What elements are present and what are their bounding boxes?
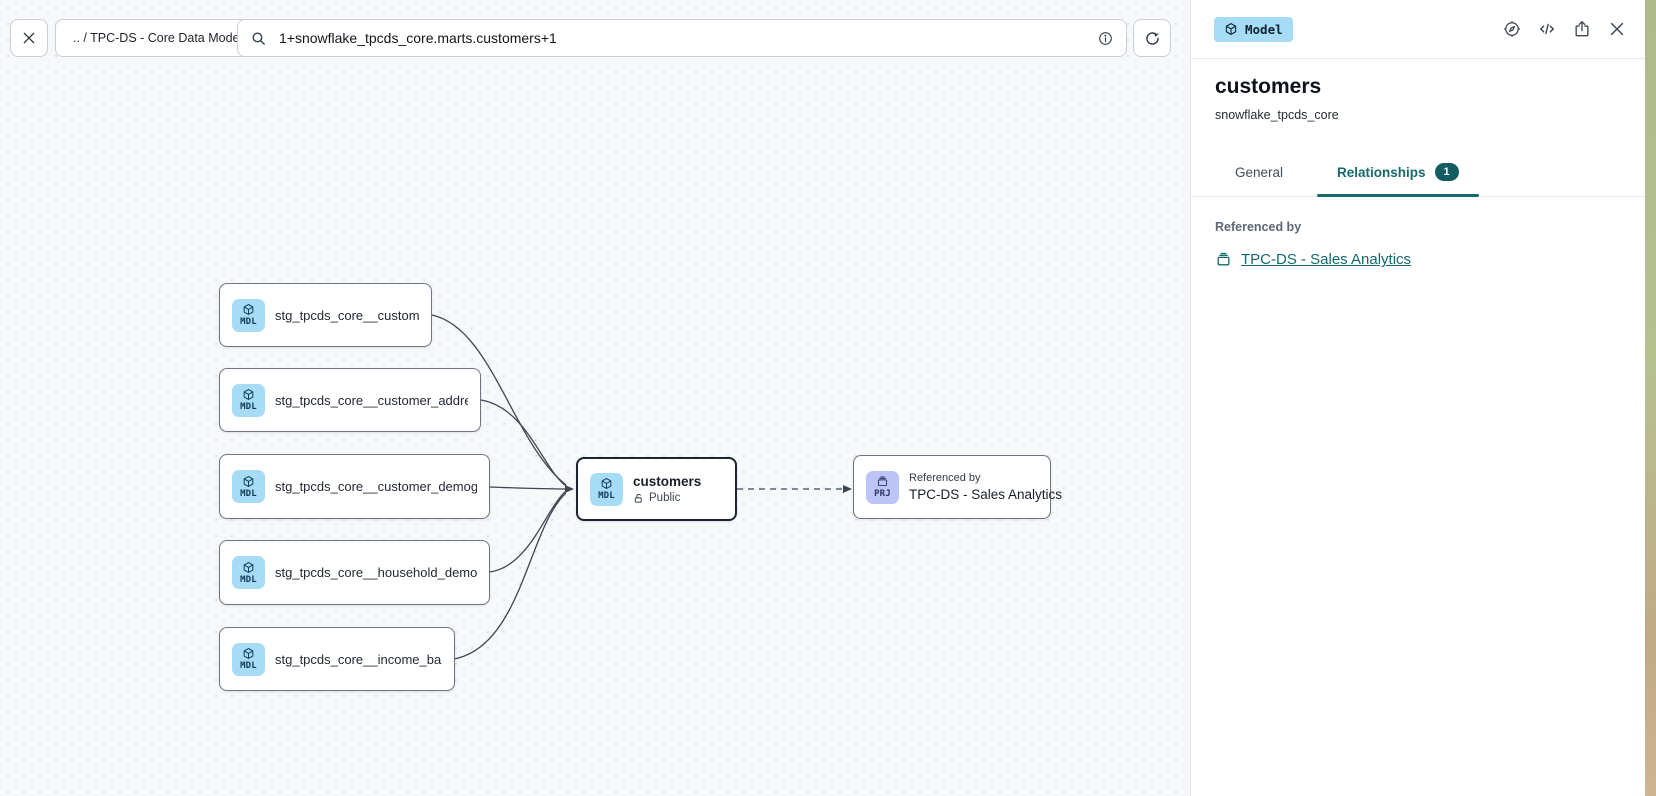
share-icon bbox=[1575, 21, 1588, 37]
model-type-label: Model bbox=[1245, 21, 1283, 37]
tab-general[interactable]: General bbox=[1215, 148, 1303, 196]
package-name: snowflake_tpcds_core bbox=[1215, 108, 1339, 122]
visibility-label: Public bbox=[649, 492, 681, 504]
code-icon bbox=[1539, 23, 1554, 35]
node-label: stg_tpcds_core__customer_demogra... bbox=[275, 479, 477, 494]
cube-icon bbox=[243, 304, 254, 315]
cube-icon bbox=[601, 478, 612, 489]
edge bbox=[489, 484, 574, 493]
project-badge: PRJ bbox=[866, 470, 899, 504]
lineage-search bbox=[237, 19, 1127, 57]
archive-icon bbox=[1217, 253, 1230, 266]
node-label: TPC-DS - Sales Analytics bbox=[909, 487, 1063, 502]
badge-type-label: MDL bbox=[240, 661, 257, 671]
model-badge: MDL bbox=[232, 298, 265, 332]
breadcrumb[interactable]: .. / TPC-DS - Core Data Models bbox=[55, 19, 267, 57]
badge-type-label: MDL bbox=[240, 574, 257, 585]
close-icon bbox=[23, 32, 35, 44]
edge bbox=[480, 399, 567, 487]
model-node-stg-customer-demographics[interactable]: MDL stg_tpcds_core__customer_demogra... bbox=[219, 454, 490, 519]
page-title: customers bbox=[1215, 75, 1322, 98]
cube-icon bbox=[1225, 23, 1237, 35]
node-overline: Referenced by bbox=[909, 472, 981, 484]
lock-open-icon bbox=[634, 493, 642, 503]
model-badge: MDL bbox=[590, 472, 623, 506]
tab-label: Relationships bbox=[1337, 164, 1426, 180]
search-input[interactable] bbox=[277, 29, 1087, 47]
tab-relationships[interactable]: Relationships 1 bbox=[1317, 148, 1479, 198]
model-node-customers-selected[interactable]: MDL customers Public bbox=[576, 457, 737, 521]
lineage-canvas[interactable]: MDL stg_tpcds_core__customer MDL stg_tpc… bbox=[0, 0, 1190, 796]
search-icon bbox=[252, 31, 265, 45]
project-node-sales-analytics[interactable]: PRJ Referenced by TPC-DS - Sales Analyti… bbox=[853, 455, 1062, 519]
node-label: stg_tpcds_core__household_demogr... bbox=[275, 565, 477, 580]
model-type-badge: Model bbox=[1214, 16, 1293, 42]
node-visibility: Public bbox=[633, 492, 701, 504]
cube-icon bbox=[243, 475, 254, 487]
referenced-project-label: TPC-DS - Sales Analytics bbox=[1241, 251, 1412, 269]
view-code-button[interactable] bbox=[1536, 19, 1557, 40]
model-badge: MDL bbox=[232, 642, 265, 676]
explore-lineage-button[interactable] bbox=[1501, 19, 1522, 40]
badge-type-label: PRJ bbox=[874, 489, 891, 499]
tab-label: General bbox=[1235, 164, 1284, 180]
node-label: stg_tpcds_core__income_band bbox=[275, 651, 442, 667]
node-label: stg_tpcds_core__customer bbox=[275, 307, 419, 323]
cube-icon bbox=[243, 561, 254, 573]
referenced-by-label: Referenced by bbox=[1215, 220, 1302, 235]
refresh-icon bbox=[1145, 31, 1159, 45]
compass-icon bbox=[1503, 21, 1520, 37]
badge-type-label: MDL bbox=[240, 317, 257, 327]
relationships-count-badge: 1 bbox=[1434, 163, 1459, 182]
model-badge: MDL bbox=[232, 470, 265, 503]
model-badge: MDL bbox=[232, 383, 265, 417]
close-lineage-button[interactable] bbox=[10, 19, 48, 57]
node-label: customers bbox=[633, 474, 702, 489]
badge-type-label: MDL bbox=[598, 491, 615, 501]
share-button[interactable] bbox=[1571, 19, 1592, 40]
model-node-stg-customer[interactable]: MDL stg_tpcds_core__customer bbox=[219, 283, 432, 347]
edge bbox=[489, 490, 567, 573]
archive-icon bbox=[877, 476, 888, 487]
node-label: stg_tpcds_core__customer_address bbox=[275, 392, 468, 408]
details-panel: Model customers snowflake_tpcds_core bbox=[1190, 0, 1645, 796]
cube-icon bbox=[243, 389, 254, 400]
cube-icon bbox=[243, 648, 254, 659]
panel-header: Model bbox=[1191, 0, 1645, 59]
model-node-stg-household-demographics[interactable]: MDL stg_tpcds_core__household_demogr... bbox=[219, 540, 490, 605]
close-icon bbox=[1610, 22, 1623, 36]
desktop-wallpaper-edge bbox=[1645, 0, 1656, 796]
badge-type-label: MDL bbox=[240, 488, 257, 499]
relationships-section: Referenced by TPC-DS - Sales Analytics bbox=[1191, 197, 1645, 291]
model-badge: MDL bbox=[232, 556, 265, 589]
model-node-stg-income-band[interactable]: MDL stg_tpcds_core__income_band bbox=[219, 627, 455, 691]
panel-tabs: General Relationships 1 bbox=[1191, 148, 1645, 198]
refresh-lineage-button[interactable] bbox=[1133, 19, 1171, 57]
badge-type-label: MDL bbox=[240, 402, 257, 412]
referenced-project-link[interactable]: TPC-DS - Sales Analytics bbox=[1215, 251, 1621, 268]
close-panel-button[interactable] bbox=[1606, 19, 1627, 40]
model-node-stg-customer-address[interactable]: MDL stg_tpcds_core__customer_address bbox=[219, 368, 481, 432]
breadcrumb-label: .. / TPC-DS - Core Data Models bbox=[73, 31, 249, 45]
info-icon[interactable] bbox=[1097, 30, 1114, 47]
